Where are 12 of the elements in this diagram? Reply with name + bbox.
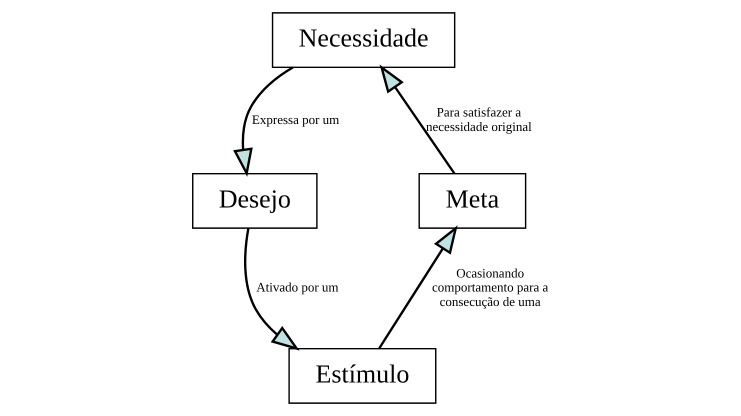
arrow: [232, 66, 294, 177]
arrow: [379, 64, 455, 174]
edge-label: Ocasionando comportamento para a consecução de uma: [432, 266, 548, 309]
node-box: Estímulo: [288, 348, 436, 404]
arrow: [244, 228, 300, 351]
edge-label: Para satisfazer a necessidade original: [426, 104, 532, 134]
edge-label: Ativado por um: [256, 280, 338, 295]
edge-label: Expressa por um: [251, 112, 339, 127]
node-box: Meta: [418, 173, 526, 229]
node-box: Desejo: [192, 173, 318, 229]
arrow: [378, 225, 458, 349]
node-box: Necessidade: [271, 12, 455, 68]
